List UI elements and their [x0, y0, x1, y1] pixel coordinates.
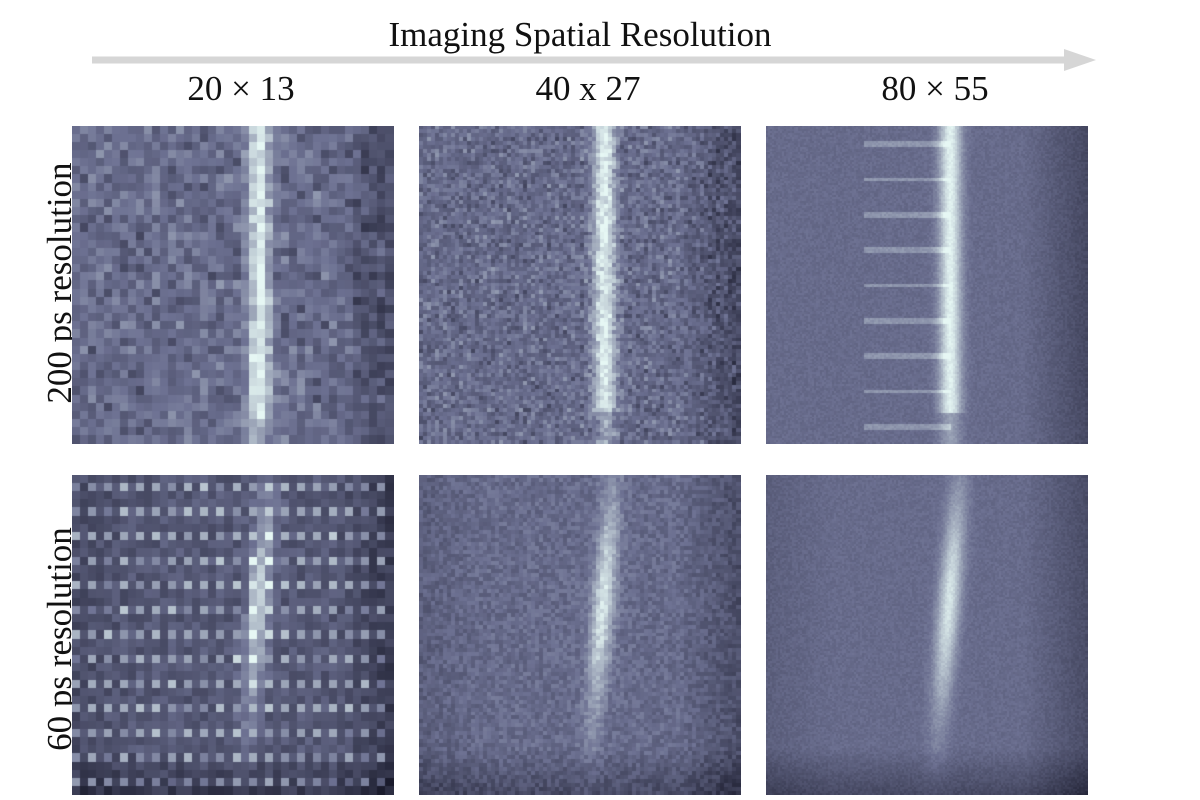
column-label-80x55: 80 × 55: [881, 69, 989, 108]
image-panel-200ps-80x55: [766, 126, 1088, 444]
image-panel-60ps-20x13: [72, 475, 394, 795]
resolution-arrow-icon: [92, 49, 1096, 71]
image-panel-200ps-40x27: [419, 126, 741, 444]
figure-title: Imaging Spatial Resolution: [388, 15, 772, 54]
image-panel-60ps-80x55: [766, 475, 1088, 795]
column-label-20x13: 20 × 13: [187, 69, 295, 108]
image-panel-60ps-40x27: [419, 475, 741, 795]
column-label-40x27: 40 x 27: [535, 69, 641, 108]
image-panel-200ps-20x13: [72, 126, 394, 444]
